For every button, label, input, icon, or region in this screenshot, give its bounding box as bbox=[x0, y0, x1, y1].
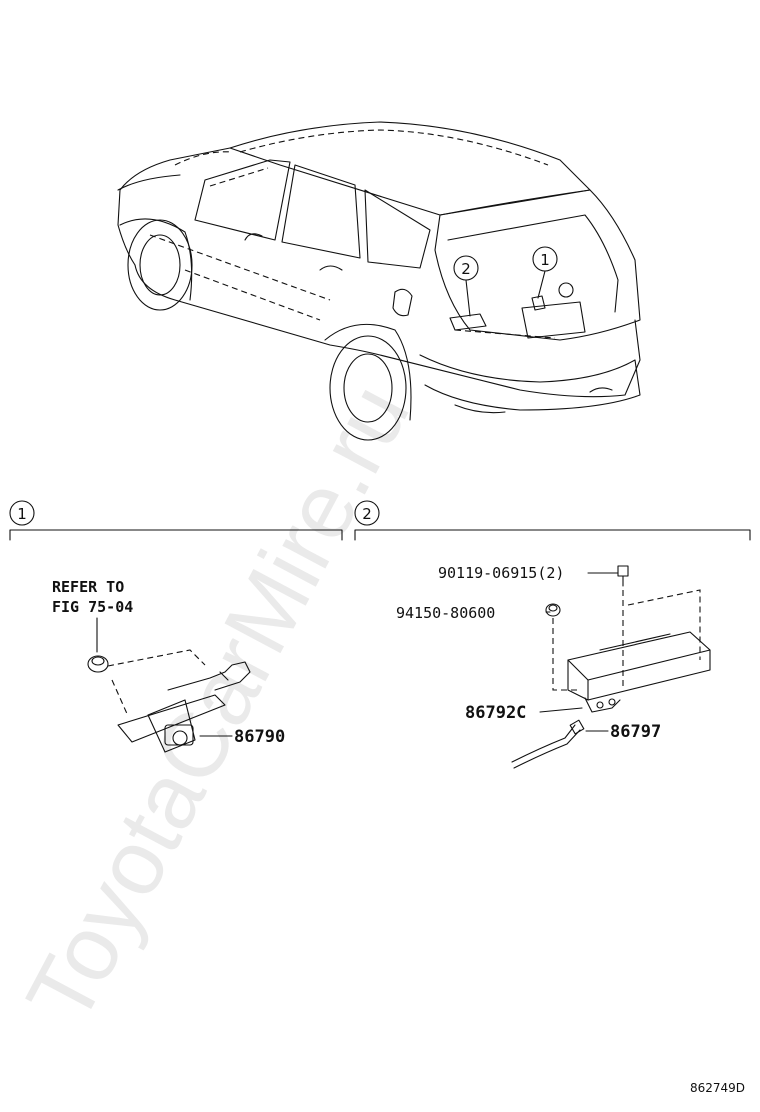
refer-to-line1: REFER TO bbox=[52, 578, 124, 596]
vehicle-illustration bbox=[117, 121, 641, 441]
nut-part bbox=[545, 603, 561, 617]
bolt-part bbox=[617, 565, 629, 587]
wire-harness-part bbox=[511, 719, 585, 769]
part-94150-80600: 94150-80600 bbox=[396, 604, 495, 622]
callout-1-label: 1 bbox=[540, 251, 550, 269]
callout-2-car: 2 bbox=[453, 255, 479, 317]
part-86790: 86790 bbox=[234, 727, 285, 747]
part-86792C: 86792C bbox=[465, 703, 526, 723]
callout-1-car: 1 bbox=[532, 246, 558, 299]
section-1-marker: 1 bbox=[17, 505, 27, 523]
part-90119-06915: 90119-06915(2) bbox=[438, 564, 564, 582]
section-2: 2 90119-06915(2) 94150-80600 86792C bbox=[354, 500, 751, 769]
callout-2-label: 2 bbox=[461, 260, 471, 278]
watermark: ToyotaCarMire.ru bbox=[8, 369, 429, 1040]
refer-to-line2: FIG 75-04 bbox=[52, 598, 133, 616]
diagram-code: 862749D bbox=[690, 1081, 745, 1095]
back-camera-part bbox=[117, 661, 251, 753]
grommet-part bbox=[87, 655, 109, 673]
section-2-marker: 2 bbox=[362, 505, 372, 523]
section-1: 1 REFER TO FIG 75-04 86790 bbox=[9, 500, 343, 753]
part-86797: 86797 bbox=[610, 722, 661, 742]
bracket-unit-part bbox=[567, 631, 711, 713]
